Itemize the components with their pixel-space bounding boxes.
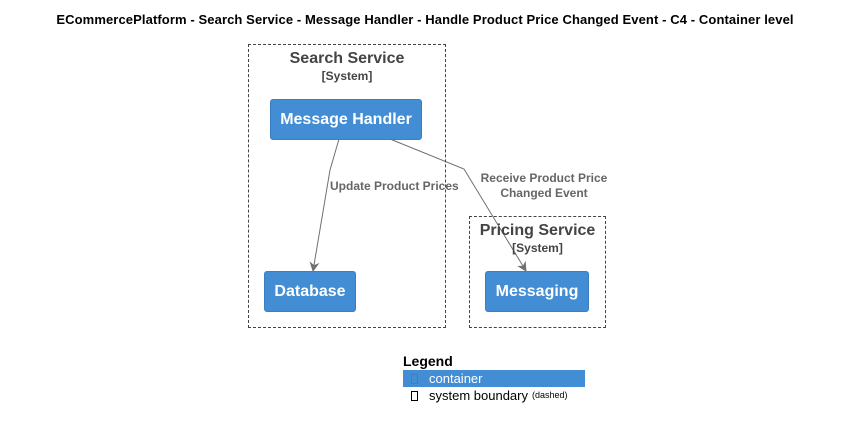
boundary-name: Search Service — [289, 50, 405, 67]
messaging-container[interactable]: Messaging — [485, 271, 589, 312]
legend-item-container: container — [403, 370, 585, 387]
container-label: Message Handler — [280, 110, 412, 128]
legend-item-system-boundary: system boundary (dashed) — [403, 387, 585, 404]
message-handler-container[interactable]: Message Handler — [270, 99, 422, 140]
search-service-boundary: Search Service [System] — [248, 44, 446, 328]
pricing-service-boundary: Pricing Service [System] — [469, 216, 606, 328]
legend-title: Legend — [403, 353, 453, 369]
boundary-type: [System] — [512, 241, 563, 255]
legend: Legend container system boundary (dashed… — [403, 353, 585, 404]
relation-label-receive-product-price-changed-event: Receive Product Price Changed Event — [480, 171, 608, 200]
legend-item-label: system boundary — [429, 388, 528, 403]
diagram-title: ECommercePlatform - Search Service - Mes… — [56, 12, 794, 27]
container-swatch-icon — [411, 373, 418, 384]
legend-item-label: container — [429, 371, 483, 386]
relation-label-update-product-prices: Update Product Prices — [330, 179, 459, 193]
boundary-swatch-icon — [411, 390, 418, 401]
database-container[interactable]: Database — [264, 271, 356, 312]
container-label: Database — [274, 282, 346, 300]
container-label: Messaging — [495, 282, 579, 300]
legend-item-note: (dashed) — [532, 390, 568, 400]
boundary-type: [System] — [321, 69, 373, 83]
boundary-name: Pricing Service — [479, 222, 596, 239]
